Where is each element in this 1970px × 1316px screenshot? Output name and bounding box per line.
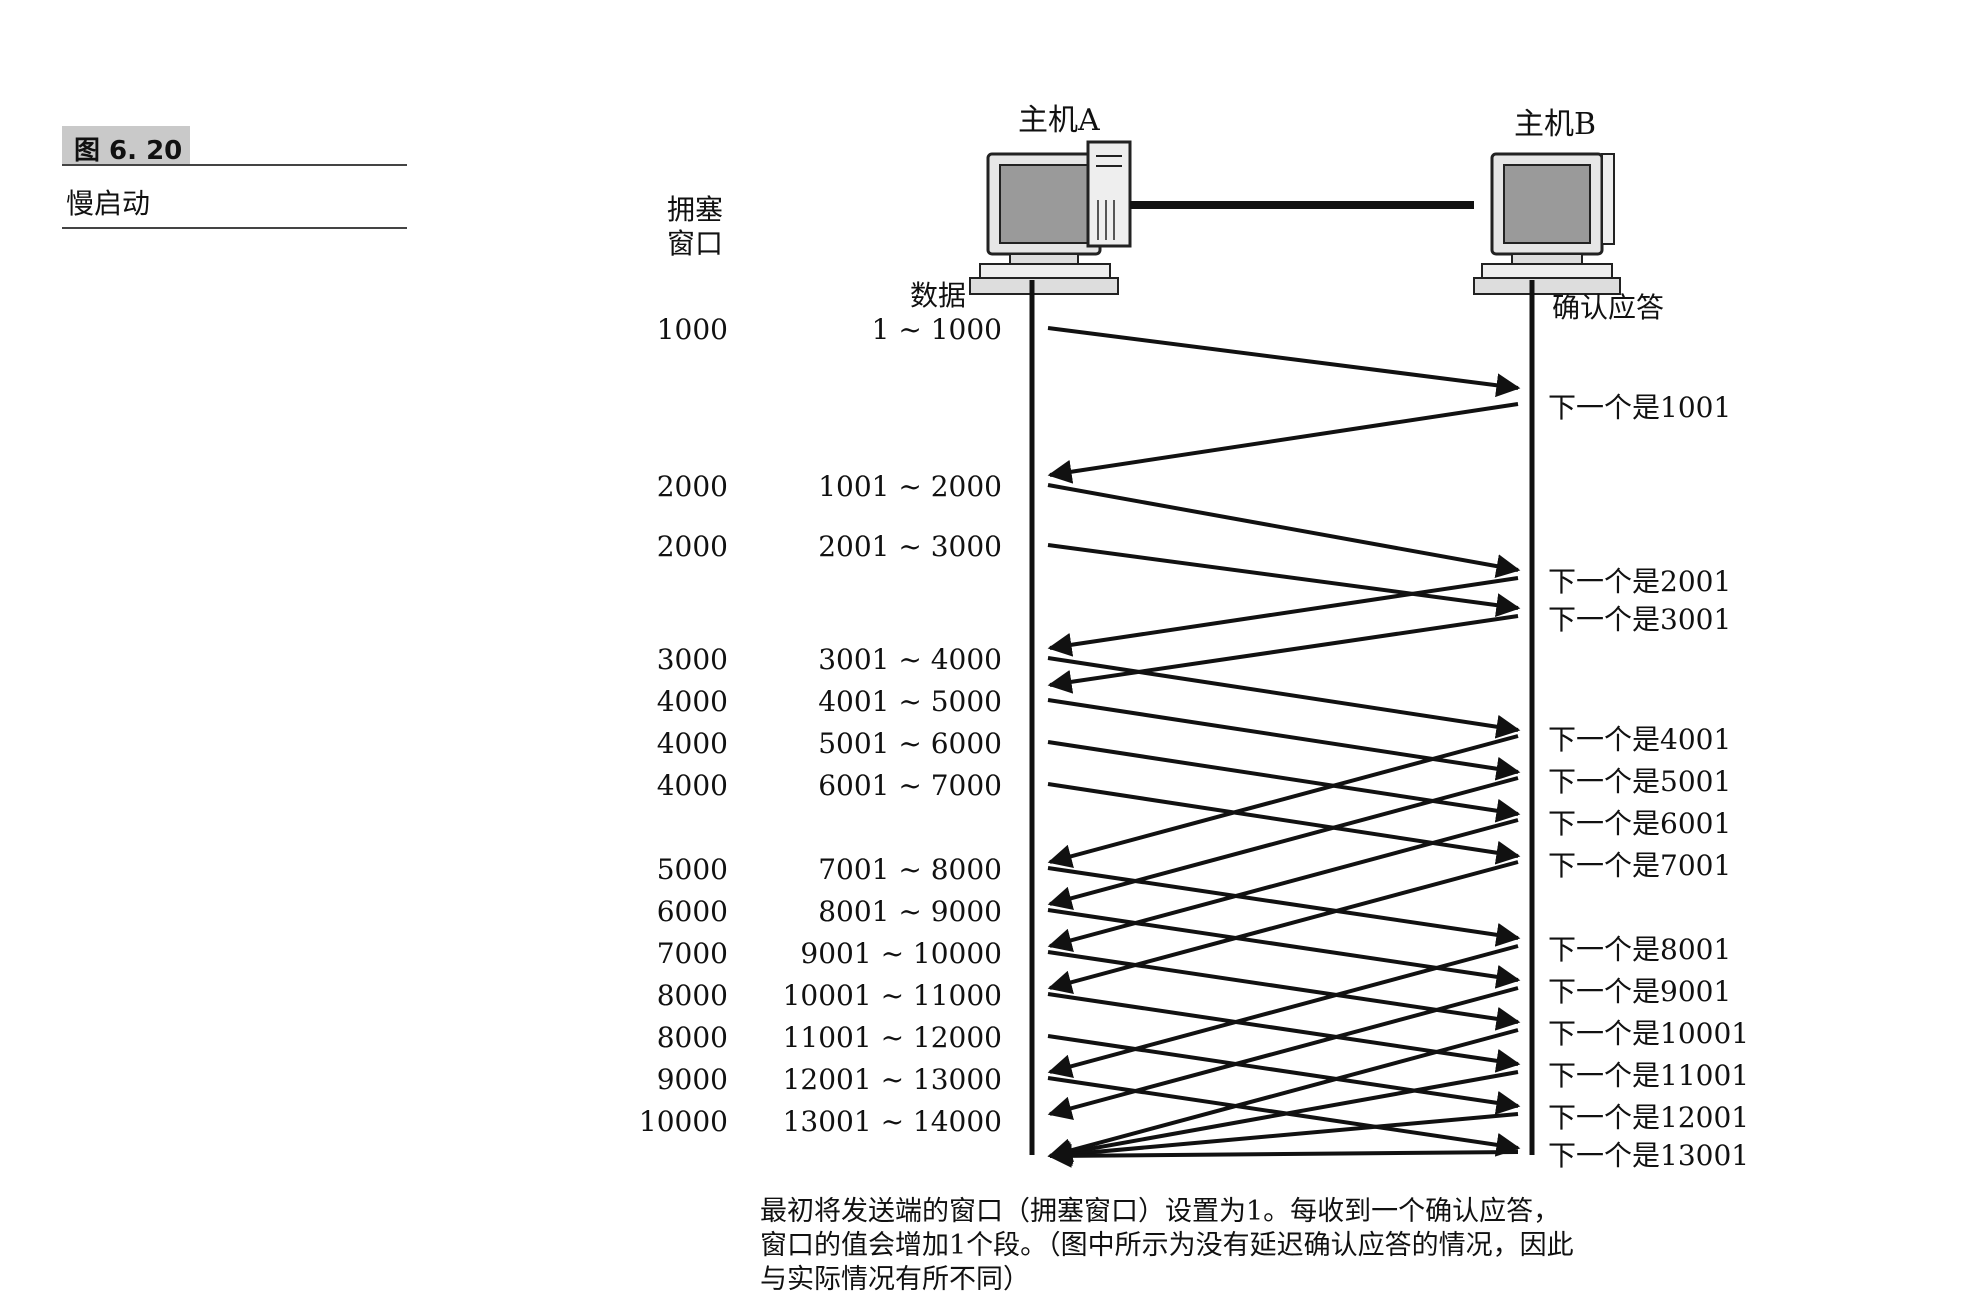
ack-header: 确认应答 xyxy=(1552,294,1664,322)
ack-label: 下一个是3001 xyxy=(1548,606,1731,634)
host-a-label: 主机A xyxy=(1018,106,1100,136)
data-range-label: 13001 ~ 14000 xyxy=(783,1108,1002,1136)
cwnd-value: 10000 xyxy=(639,1108,728,1136)
cwnd-value: 2000 xyxy=(657,473,728,501)
data-range-label: 2001 ~ 3000 xyxy=(818,533,1002,561)
cwnd-value: 1000 xyxy=(657,316,728,344)
data-segment-arrow xyxy=(1048,952,1518,1022)
data-range-label: 6001 ~ 7000 xyxy=(818,772,1002,800)
ack-arrow xyxy=(1050,1114,1518,1156)
figure-caption: 最初将发送端的窗口（拥塞窗口）设置为1。每收到一个确认应答， 窗口的值会增加1个… xyxy=(760,1195,1720,1297)
host-b-label: 主机B xyxy=(1514,110,1596,140)
cwnd-value: 8000 xyxy=(657,982,728,1010)
data-range-label: 12001 ~ 13000 xyxy=(783,1066,1002,1094)
cwnd-value: 2000 xyxy=(657,533,728,561)
cwnd-value: 8000 xyxy=(657,1024,728,1052)
data-range-label: 4001 ~ 5000 xyxy=(818,688,1002,716)
ack-label: 下一个是13001 xyxy=(1548,1142,1749,1170)
ack-label: 下一个是10001 xyxy=(1548,1020,1749,1048)
data-range-label: 3001 ~ 4000 xyxy=(818,646,1002,674)
data-segment-arrow xyxy=(1048,700,1518,772)
data-range-label: 10001 ~ 11000 xyxy=(783,982,1002,1010)
ack-label: 下一个是7001 xyxy=(1548,852,1731,880)
ack-label: 下一个是5001 xyxy=(1548,768,1731,796)
cwnd-value: 9000 xyxy=(657,1066,728,1094)
data-segment-arrow xyxy=(1048,742,1518,814)
data-segment-arrow xyxy=(1048,485,1518,570)
data-range-label: 1 ~ 1000 xyxy=(872,316,1002,344)
ack-arrow xyxy=(1050,404,1518,475)
cwnd-value: 4000 xyxy=(657,772,728,800)
cwnd-value: 4000 xyxy=(657,730,728,758)
ack-arrow xyxy=(1050,578,1518,648)
data-header: 数据 xyxy=(910,282,966,310)
ack-label: 下一个是11001 xyxy=(1548,1062,1749,1090)
data-range-label: 8001 ~ 9000 xyxy=(818,898,1002,926)
ack-label: 下一个是8001 xyxy=(1548,936,1731,964)
data-segment-arrow xyxy=(1048,658,1518,730)
cwnd-value: 5000 xyxy=(657,856,728,884)
cwnd-value: 7000 xyxy=(657,940,728,968)
host-a-computer-icon xyxy=(970,142,1130,294)
data-range-label: 11001 ~ 12000 xyxy=(783,1024,1002,1052)
cwnd-header-line1: 拥塞 xyxy=(667,196,723,224)
data-segment-arrow xyxy=(1048,328,1518,388)
data-range-label: 5001 ~ 6000 xyxy=(818,730,1002,758)
data-range-label: 9001 ~ 10000 xyxy=(800,940,1002,968)
ack-label: 下一个是12001 xyxy=(1548,1104,1749,1132)
ack-label: 下一个是2001 xyxy=(1548,568,1731,596)
ack-label: 下一个是4001 xyxy=(1548,726,1731,754)
data-segment-arrow xyxy=(1048,545,1518,608)
ack-arrow xyxy=(1050,1072,1518,1156)
cwnd-value: 6000 xyxy=(657,898,728,926)
arrow-layer xyxy=(1048,328,1518,1156)
ack-label: 下一个是6001 xyxy=(1548,810,1731,838)
ack-label: 下一个是9001 xyxy=(1548,978,1731,1006)
cwnd-value: 4000 xyxy=(657,688,728,716)
host-b-computer-icon xyxy=(1474,154,1620,294)
ack-arrow xyxy=(1050,616,1518,685)
cwnd-header-line2: 窗口 xyxy=(667,230,723,258)
cwnd-value: 3000 xyxy=(657,646,728,674)
data-range-label: 7001 ~ 8000 xyxy=(818,856,1002,884)
ack-label: 下一个是1001 xyxy=(1548,394,1731,422)
data-range-label: 1001 ~ 2000 xyxy=(818,473,1002,501)
ack-arrow xyxy=(1050,1152,1518,1156)
